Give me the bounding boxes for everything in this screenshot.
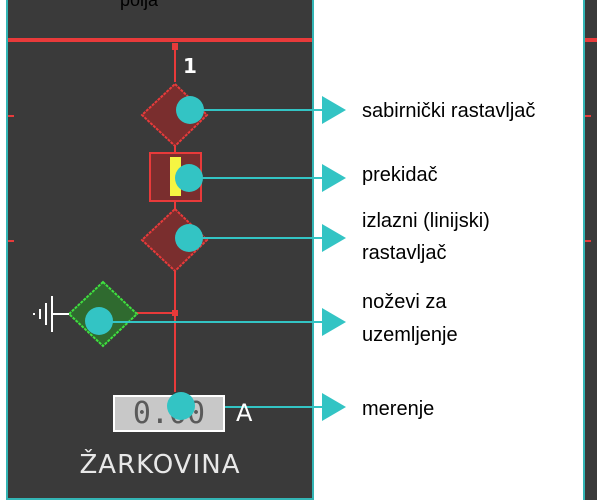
callout-arrow [322, 393, 346, 421]
label-measurement: merenje [362, 398, 435, 420]
callout-arrow [322, 164, 346, 192]
label-earthing-2: uzemljenje [362, 324, 458, 346]
adjacent-panel [583, 0, 597, 500]
callout-dot [175, 164, 203, 192]
label-line-disconnector-2: rastavljač [362, 242, 447, 264]
label-breaker: prekidač [362, 164, 438, 186]
callout-dot [85, 307, 113, 335]
bay-number: 1 [183, 54, 197, 78]
label-busbar-disconnector: sabirnički rastavljač [362, 100, 536, 122]
busbar-node [172, 43, 178, 50]
header-text: polja [120, 0, 159, 10]
earthing-node [172, 310, 178, 316]
callout-dot [167, 392, 195, 420]
label-earthing-1: noževi za [362, 291, 447, 313]
ground-symbol-icon [33, 296, 69, 332]
label-line-disconnector-1: izlazni (linijski) [362, 210, 490, 232]
callout-arrow [322, 308, 346, 336]
meter-unit: A [236, 399, 253, 427]
bay-name: ŽARKOVINA [79, 450, 241, 480]
callout-arrow [322, 96, 346, 124]
callout-dot [176, 96, 204, 124]
callout-arrow [322, 224, 346, 252]
callout-dot [175, 224, 203, 252]
